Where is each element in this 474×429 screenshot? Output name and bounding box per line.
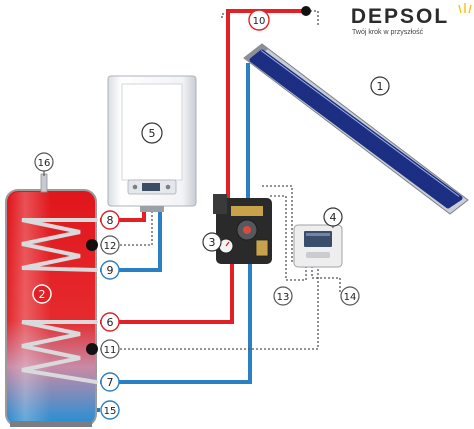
collector-sensor-wire-return bbox=[221, 13, 228, 20]
tank-shine bbox=[8, 192, 94, 424]
hot-pipe-collector-supply bbox=[226, 9, 306, 200]
tank-base bbox=[10, 421, 92, 427]
marker-6-label: 6 bbox=[107, 316, 114, 329]
sensor-dot-collector bbox=[301, 6, 311, 16]
cold-pipe-to-tank-coil bbox=[100, 262, 252, 384]
marker-1-label: 1 bbox=[377, 80, 384, 93]
collector-header bbox=[244, 44, 268, 63]
marker-15: 15 bbox=[100, 400, 120, 420]
marker-16: 16 bbox=[34, 152, 54, 172]
boiler-knob-right bbox=[165, 184, 171, 190]
controller-wire-c bbox=[311, 266, 341, 292]
marker-4-label: 4 bbox=[330, 211, 337, 224]
tank-top-stub bbox=[40, 173, 48, 193]
marker-9-label: 9 bbox=[107, 264, 114, 277]
pump-station bbox=[213, 194, 272, 264]
marker-16-label: 16 bbox=[38, 158, 51, 169]
marker-13: 13 bbox=[273, 286, 293, 306]
brand-logo: DEPSOL Twój krok w przyszłość bbox=[332, 3, 472, 37]
marker-1: 1 bbox=[370, 76, 390, 96]
marker-5-label: 5 bbox=[149, 127, 156, 140]
controller-screen-glare bbox=[306, 233, 330, 236]
boiler-knob-left bbox=[132, 184, 138, 190]
marker-7: 7 bbox=[100, 372, 120, 392]
marker-15-label: 15 bbox=[104, 406, 117, 417]
boiler-connection-stub bbox=[140, 206, 164, 212]
marker-7-label: 7 bbox=[107, 376, 114, 389]
marker-5: 5 bbox=[141, 122, 163, 144]
collector-tubes bbox=[249, 49, 463, 209]
boiler-display-screen bbox=[142, 183, 160, 191]
collector-tube-highlight bbox=[260, 50, 460, 197]
marker-8: 8 bbox=[100, 210, 120, 230]
marker-13-label: 13 bbox=[277, 292, 290, 303]
marker-12-label: 12 bbox=[104, 241, 117, 252]
marker-2-label: 2 bbox=[39, 288, 46, 301]
hot-water-tank bbox=[5, 173, 98, 427]
marker-14: 14 bbox=[340, 286, 360, 306]
tank-sensor-wire bbox=[100, 264, 319, 350]
marker-8-label: 8 bbox=[107, 214, 114, 227]
marker-3: 3 bbox=[202, 232, 222, 252]
marker-4: 4 bbox=[323, 207, 343, 227]
pump-station-gauge-needle bbox=[225, 241, 230, 247]
marker-3-label: 3 bbox=[209, 236, 216, 249]
pump-station-manifold bbox=[231, 206, 263, 216]
marker-11: 11 bbox=[100, 339, 120, 359]
upper-heat-coil bbox=[21, 218, 98, 272]
cold-pipe-boiler-to-tank bbox=[100, 206, 162, 272]
marker-10-label: 10 bbox=[253, 16, 266, 27]
controller-buttons bbox=[306, 252, 330, 258]
gas-boiler bbox=[107, 75, 197, 212]
brand-name: DEPSOL bbox=[350, 5, 450, 28]
collector-tube bbox=[259, 49, 463, 201]
sensor-dot-tank-top bbox=[86, 239, 98, 251]
marker-11-label: 11 bbox=[104, 345, 117, 356]
solar-controller bbox=[293, 224, 343, 268]
solar-collector bbox=[243, 43, 469, 215]
marker-14-label: 14 bbox=[344, 292, 357, 303]
marker-9: 9 bbox=[100, 260, 120, 280]
pump-station-pump-center bbox=[243, 226, 251, 234]
temperature-sensors bbox=[86, 6, 311, 355]
marker-12: 12 bbox=[100, 235, 120, 255]
marker-6: 6 bbox=[100, 312, 120, 332]
controller-wire-b bbox=[270, 195, 307, 281]
pump-station-top-left bbox=[213, 194, 227, 214]
brand-tagline: Twój krok w przyszłość bbox=[352, 29, 424, 36]
hot-pipe-to-tank-coil bbox=[100, 262, 234, 324]
marker-10: 10 bbox=[248, 9, 270, 31]
marker-2: 2 bbox=[32, 284, 52, 304]
component-number-markers: 1 2 3 4 5 6 7 8 9 10 11 12 13 14 15 16 bbox=[32, 9, 390, 420]
lower-heat-coil bbox=[21, 320, 98, 384]
pump-station-valve bbox=[255, 239, 269, 257]
sensor-dot-tank-bottom bbox=[86, 343, 98, 355]
sun-rays-icon bbox=[458, 3, 472, 14]
